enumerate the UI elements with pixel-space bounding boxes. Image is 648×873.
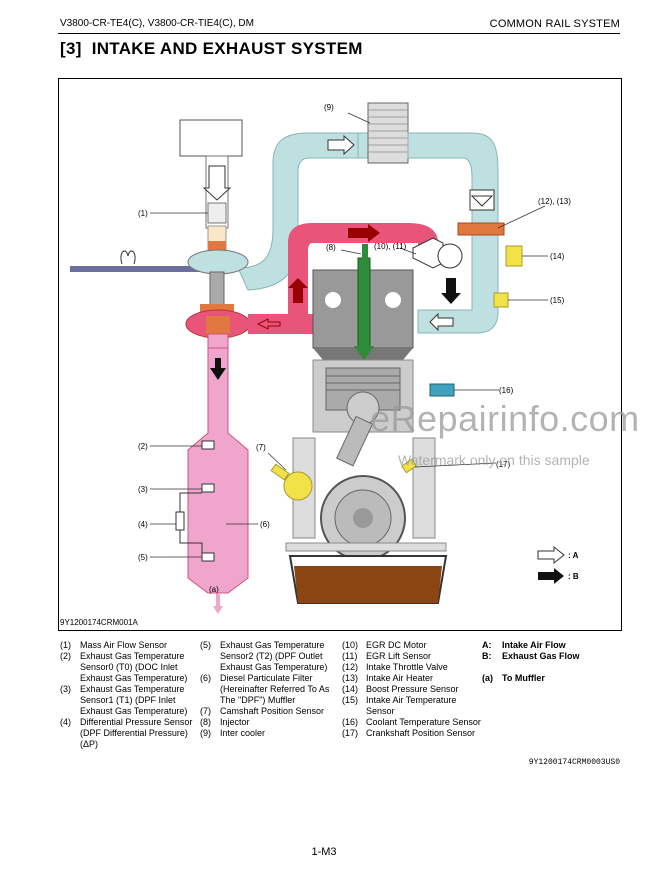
legend-item: (11)EGR Lift Sensor [342, 651, 432, 661]
callout-8: (8) [326, 243, 336, 252]
air-inlet-pipe [70, 266, 210, 272]
intake-arrow-icon [429, 312, 454, 332]
legend-item: (10)EGR DC Motor [342, 640, 427, 650]
boost-pressure-sensor [505, 245, 523, 267]
legend-column-4: A:Intake Air Flow B:Exhaust Gas Flow (a)… [482, 640, 622, 684]
legend-column-3: (10)EGR DC Motor (11)EGR Lift Sensor (12… [342, 640, 482, 739]
legend-item: (17)Crankshaft Position Sensor [342, 728, 476, 738]
flow-key: : A : B [537, 545, 579, 584]
intake-throttle-valve [457, 222, 505, 236]
intercooler [367, 102, 409, 164]
mass-air-flow-sensor [207, 202, 227, 224]
legend-item: (16)Coolant Temperature Sensor [342, 717, 481, 727]
camshaft-position-sensor [283, 471, 313, 501]
callout-17: (17) [496, 460, 511, 469]
legend-column-1: (1)Mass Air Flow Sensor (2)Exhaust Gas T… [60, 640, 200, 750]
legend-item: (14)Boost Pressure Sensor [342, 684, 459, 694]
crankshaft-position-sensor [401, 458, 417, 474]
coolant-temperature-sensor [429, 383, 455, 397]
intake-exhaust-diagram: (1) (9) (8) (10), (11) (12), (13) (14) (… [60, 102, 579, 627]
legend-item: (1)Mass Air Flow Sensor [60, 640, 168, 650]
legend-item: (4)Differential Pressure Sensor (DPF Dif… [60, 717, 193, 749]
legend-item: (15)Intake Air Temperature Sensor [342, 695, 457, 716]
sensor-t1 [201, 483, 215, 493]
legend-item: B:Exhaust Gas Flow [482, 651, 580, 661]
callout-6: (6) [260, 520, 270, 529]
oil-pan [288, 555, 448, 604]
dpf-muffler [187, 347, 249, 594]
legend-item: (13)Intake Air Heater [342, 673, 434, 683]
injector [354, 244, 374, 360]
title-text: INTAKE AND EXHAUST SYSTEM [91, 39, 363, 58]
legend-item: (3)Exhaust Gas Temperature Sensor1 (T1) … [60, 684, 188, 716]
header-models: V3800-CR-TE4(C), V3800-CR-TIE4(C), DM [60, 18, 254, 29]
sensor-t2 [201, 552, 215, 562]
differential-pressure-sensor [175, 511, 185, 531]
callout-a: (a) [209, 585, 219, 594]
figure-id: 9Y1200174CRM001A [60, 618, 138, 627]
legend-item: A:Intake Air Flow [482, 640, 566, 650]
legend-item: (7)Camshaft Position Sensor [200, 706, 325, 716]
callout-2: (2) [138, 442, 148, 451]
intake-pipe-right [407, 132, 499, 334]
header-section: COMMON RAIL SYSTEM [489, 18, 620, 30]
egr-valve [412, 237, 463, 269]
diagram-frame [58, 78, 622, 631]
air-inlet [179, 119, 243, 255]
turbocharger [185, 249, 251, 349]
page-title: [3] INTAKE AND EXHAUST SYSTEM [60, 39, 363, 59]
intake-air-temperature-sensor [493, 292, 509, 308]
figure-id-2: 9Y1200174CRM0003US0 [528, 758, 620, 767]
key-b-label: : B [568, 572, 579, 581]
sensor-t0 [201, 440, 215, 450]
callout-14: (14) [550, 252, 565, 261]
key-a-label: : A [568, 551, 579, 560]
callout-9: (9) [324, 103, 334, 112]
header-rule [58, 33, 620, 34]
callout-16: (16) [499, 386, 514, 395]
exhaust-flow-arrow-icon [538, 568, 564, 584]
legend-item: (5)Exhaust Gas Temperature Sensor2 (T2) … [200, 640, 328, 672]
legend-column-2: (5)Exhaust Gas Temperature Sensor2 (T2) … [200, 640, 336, 739]
page-number: 1-M3 [311, 846, 337, 858]
watermark-line-1: eRepairinfo.com [370, 398, 640, 439]
legend-item [482, 662, 622, 673]
legend-item: (6)Diesel Particulate Filter (Hereinafte… [200, 673, 330, 705]
callout-7: (7) [256, 443, 266, 452]
intake-arrow-icon [327, 134, 355, 156]
legend-item: (9)Inter cooler [200, 728, 266, 738]
intake-flow-arrow-icon [537, 545, 565, 565]
legend-item: (a)To Muffler [482, 673, 545, 683]
legend-item: (12)Intake Throttle Valve [342, 662, 448, 672]
callout-4: (4) [138, 520, 148, 529]
legend-item: (2)Exhaust Gas Temperature Sensor0 (T0) … [60, 651, 188, 683]
legend-item: (8)Injector [200, 717, 250, 727]
callout-10-11: (10), (11) [374, 242, 407, 251]
callout-5: (5) [138, 553, 148, 562]
callout-1: (1) [138, 209, 148, 218]
callout-15: (15) [550, 296, 565, 305]
callout-3: (3) [138, 485, 148, 494]
callout-12-13: (12), (13) [538, 197, 571, 206]
egr-pipe [288, 223, 438, 314]
watermark-line-2: Watermark only on this sample [398, 452, 590, 468]
title-number: [3] [60, 39, 82, 58]
